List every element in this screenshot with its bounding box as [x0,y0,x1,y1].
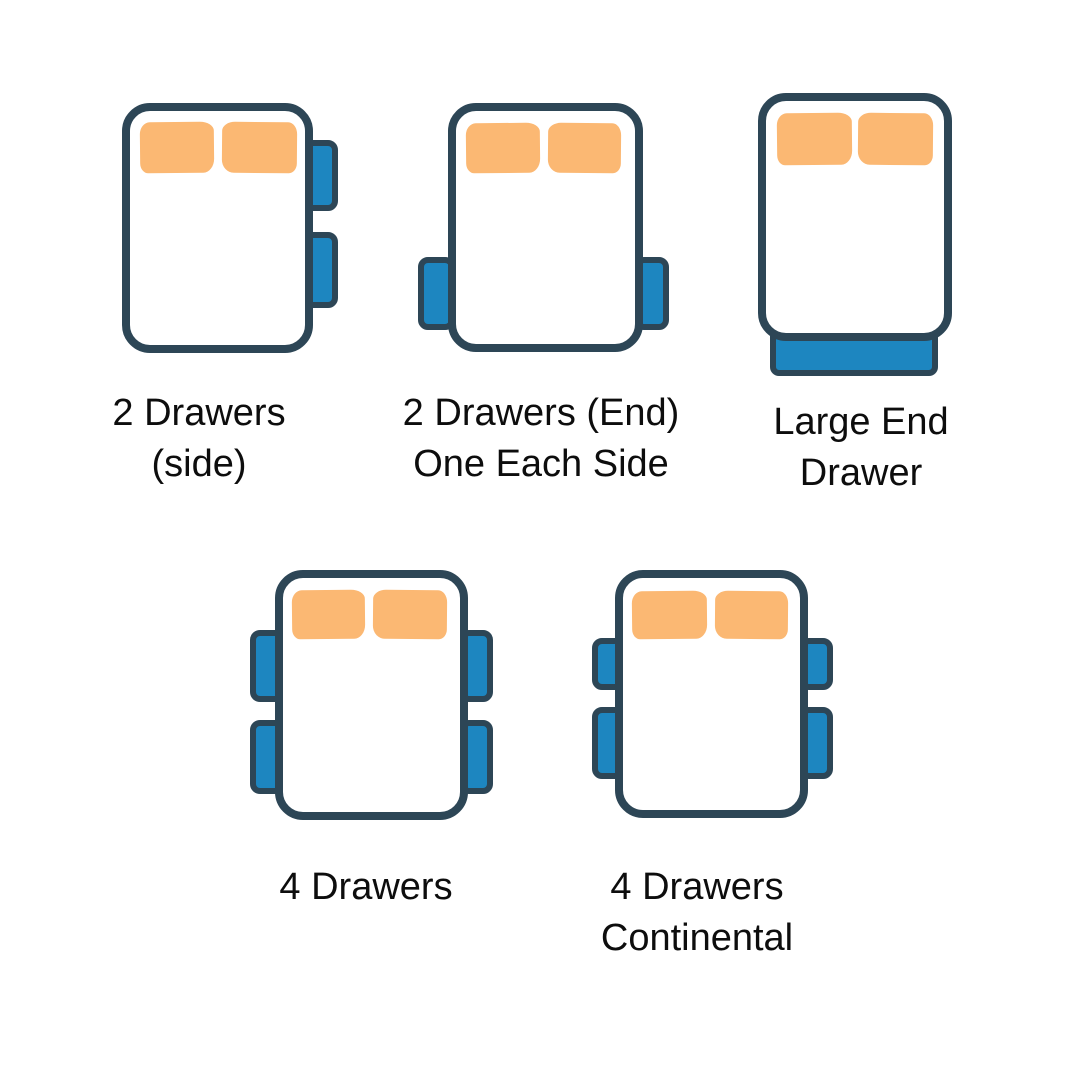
figure-label: 4 Drawers [279,862,452,913]
pillow-left [291,589,366,640]
figure-label: 2 Drawers (side) [112,388,285,490]
pillow-left [139,121,215,174]
pillow-right [372,589,448,640]
label-line: Continental [600,917,794,959]
pillow-left [465,122,541,174]
label-line: 4 Drawers [610,866,784,908]
pillow-right [714,590,789,640]
label-line: One Each Side [413,443,669,485]
pillow-right [547,122,622,174]
label-line: (side) [151,443,247,485]
pillow-left [776,112,853,166]
figure-label: 2 Drawers (End) One Each Side [403,388,680,490]
label-line: Large End [773,401,949,443]
label-line: 2 Drawers (End) [402,392,680,434]
label-line: Drawer [799,452,923,494]
pillow-right [221,121,298,174]
pillow-left [631,590,708,640]
pillow-right [857,112,934,166]
label-line: 4 Drawers [279,866,453,908]
label-line: 2 Drawers [112,392,286,434]
figure-label: Large End Drawer [773,397,948,499]
figure-label: 4 Drawers Continental [601,862,793,964]
